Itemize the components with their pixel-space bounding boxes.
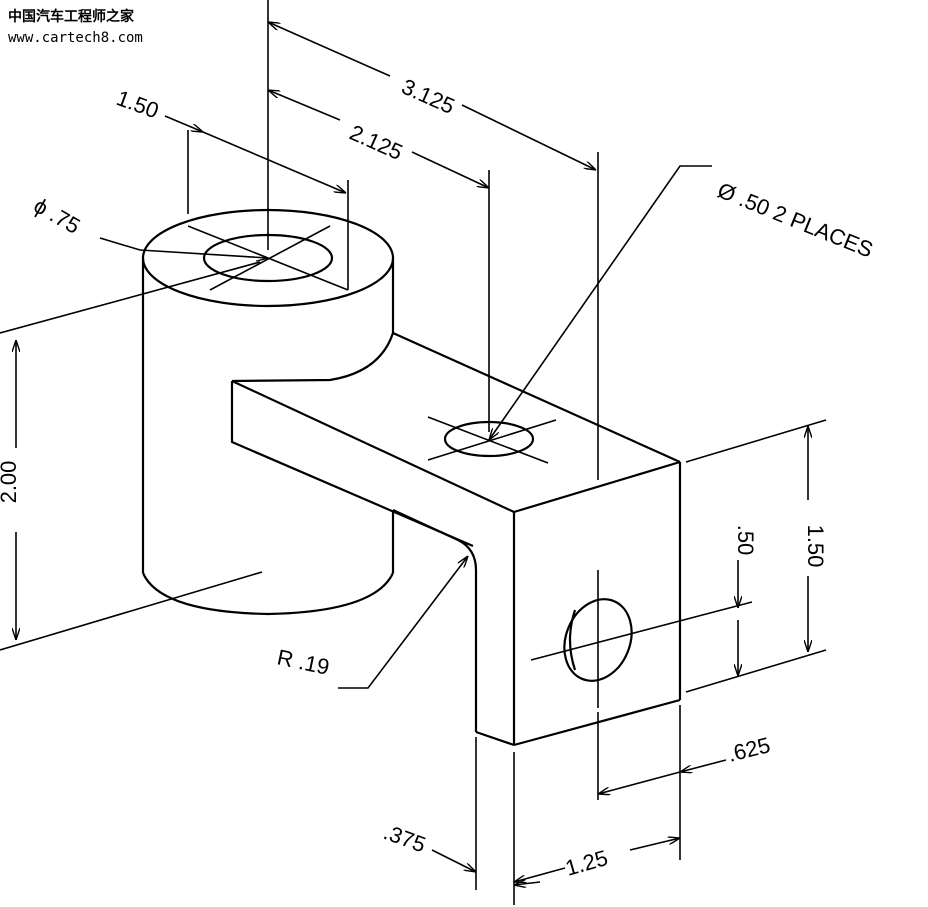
leg-inner-fillet: [392, 509, 478, 732]
arm-top-back-edge: [392, 331, 681, 464]
ext-200-bottom: [0, 571, 263, 651]
dim-text-125: 1.25: [562, 845, 610, 881]
block-bottom-edge: [513, 698, 681, 747]
extension-lines: [0, 0, 827, 905]
block-side-hole-inner: [568, 609, 577, 671]
dim-125-left: [514, 867, 566, 882]
dim-2125-right: [411, 151, 489, 188]
watermark-title: 中国汽车工程师之家: [8, 9, 134, 25]
ext-150r-top: [685, 419, 827, 463]
block-side-hole: [563, 598, 633, 682]
dim-3125-right: [461, 104, 596, 170]
dim-625-left: [598, 771, 681, 794]
boss-bottom-edge: [141, 572, 394, 616]
watermark-url: www.cartech8.com: [8, 30, 143, 46]
center-lines: [187, 225, 753, 708]
dim-text-625: .625: [725, 732, 773, 767]
dim-text-375: .375: [380, 819, 429, 857]
dim-text-hole-note: Ø .50 2 PLACES: [714, 177, 876, 262]
dimension-lines: [16, 22, 808, 885]
arm-hole-centerline-b: [427, 419, 557, 461]
dim-text-050: .50: [733, 525, 758, 556]
dim-625-right: [680, 759, 727, 772]
side-hole-centerline-h: [530, 601, 753, 661]
dim-375-right: [514, 882, 541, 885]
dim-text-3125: 3.125: [398, 74, 458, 119]
dim-text-150-top: 1.50: [113, 85, 162, 123]
ext-200-top: [0, 261, 261, 334]
arm-front-face: [230, 381, 474, 548]
dim-375-left: [431, 849, 476, 872]
dim-text-r19: R .19: [275, 644, 332, 679]
leg-bottom-edge: [475, 730, 515, 747]
boss-junction: [231, 332, 395, 383]
dim-text-200: 2.00: [0, 461, 21, 504]
dim-075-arrow: [139, 249, 268, 258]
dim-150-right: [202, 131, 346, 193]
block-top-edge: [513, 460, 681, 514]
dim-3125-left: [268, 22, 391, 77]
boss-centerline-b: [209, 225, 331, 291]
arm-top-front-edge: [231, 380, 515, 513]
dim-075-leader: [99, 237, 141, 251]
part-outline: [141, 208, 682, 747]
dim-125-right: [629, 838, 680, 851]
ext-150r-bottom: [685, 649, 827, 693]
dim-text-boss-diameter: ϕ .75: [30, 193, 85, 239]
dim-hole-note-leader: [489, 165, 712, 440]
dim-text-2125: 2.125: [346, 120, 406, 165]
dim-text-150-right: 1.50: [803, 525, 828, 568]
dim-r19-leader: [338, 556, 468, 689]
dim-2125-left: [268, 90, 341, 121]
dim-150-left: [164, 115, 203, 132]
